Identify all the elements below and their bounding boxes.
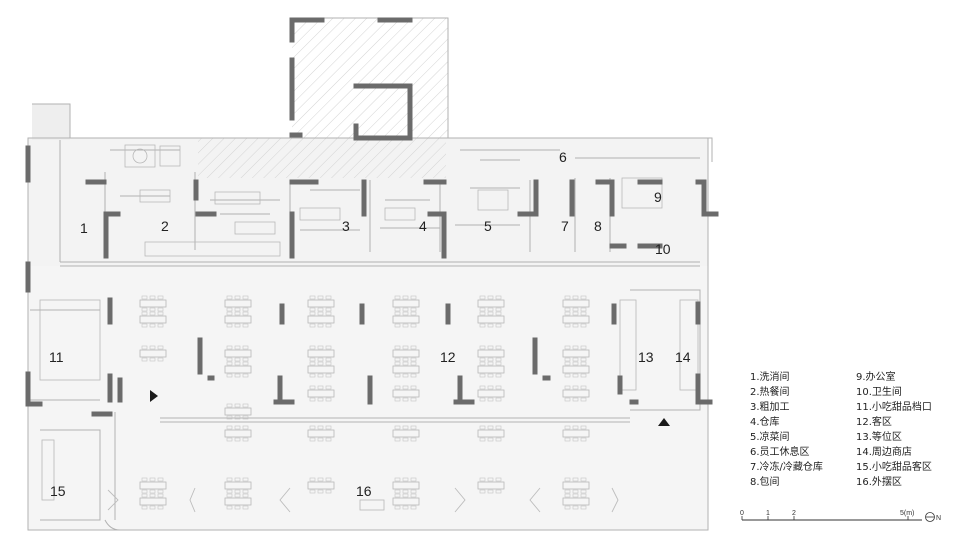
scale-tick-label: 0 <box>740 510 744 517</box>
legend-item: 12.客区 <box>856 417 892 428</box>
room-number: 10 <box>655 241 671 257</box>
room-number: 5 <box>484 218 492 234</box>
legend-item: 9.办公室 <box>856 372 896 383</box>
legend-item: 5.凉菜间 <box>750 432 790 443</box>
north-label: N <box>936 515 941 522</box>
entrance-arrow-icon <box>150 390 158 402</box>
dining-tables <box>139 295 590 511</box>
terrace-chevrons <box>107 487 619 513</box>
floor-fills <box>28 18 708 530</box>
scale-tick-label: 5(m) <box>900 510 914 517</box>
room-number: 6 <box>559 149 567 165</box>
room-number: 13 <box>638 349 654 365</box>
room-number: 11 <box>49 349 64 365</box>
legend-item: 1.洗消间 <box>750 372 790 383</box>
north-arrow-icon <box>925 512 935 522</box>
room-number: 15 <box>50 483 66 499</box>
legend-item: 13.等位区 <box>856 432 902 443</box>
room-number: 4 <box>419 218 427 234</box>
room-numbers: 1 2 3 4 5 6 7 8 9 10 11 12 13 14 15 16 <box>49 149 691 499</box>
scale-tick-label: 1 <box>766 510 770 517</box>
legend-item: 11.小吃甜品档口 <box>856 402 932 413</box>
scale-tick-label: 2 <box>792 510 796 517</box>
kitchen-fixtures <box>39 144 699 501</box>
room-number: 1 <box>80 220 88 236</box>
room-number: 14 <box>675 349 691 365</box>
legend: 1.洗消间 2.热餐间 3.粗加工 4.仓库 5.凉菜间 6.员工休息区 7.冷… <box>750 372 950 492</box>
legend-item: 2.热餐间 <box>750 387 790 398</box>
room-number: 3 <box>342 218 350 234</box>
legend-item: 6.员工休息区 <box>750 447 810 458</box>
room-number: 16 <box>356 483 372 499</box>
entrance-arrow-icon <box>658 418 670 426</box>
room-number: 2 <box>161 218 169 234</box>
legend-item: 15.小吃甜品客区 <box>856 462 932 473</box>
legend-item: 16.外摆区 <box>856 477 902 488</box>
room-number: 8 <box>594 218 602 234</box>
legend-item: 8.包间 <box>750 477 780 488</box>
room-number: 12 <box>440 349 456 365</box>
legend-item: 7.冷冻/冷藏仓库 <box>750 462 823 473</box>
walls <box>25 17 719 417</box>
room-number: 9 <box>654 189 662 205</box>
legend-item: 10.卫生间 <box>856 387 902 398</box>
legend-item: 4.仓库 <box>750 417 780 428</box>
scale-bar: 0 1 2 5(m) N <box>740 510 941 522</box>
legend-item: 3.粗加工 <box>750 402 790 413</box>
legend-item: 14.周边商店 <box>856 447 912 458</box>
entrance-markers <box>150 390 670 426</box>
room-number: 7 <box>561 218 569 234</box>
